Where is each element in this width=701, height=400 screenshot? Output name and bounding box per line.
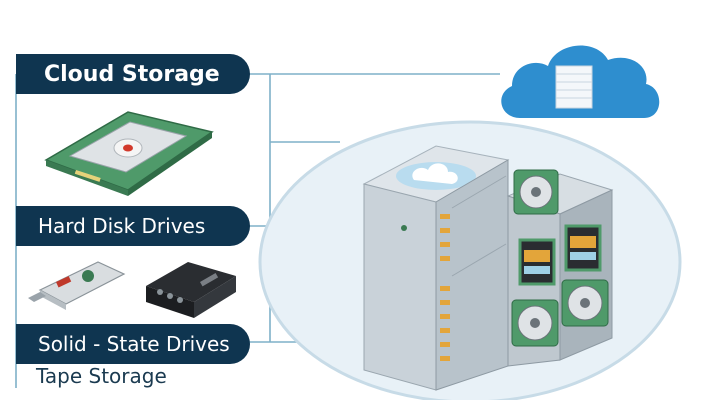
cloud-storage-label: Cloud Storage bbox=[16, 54, 250, 94]
solid-state-drives-label: Solid - State Drives bbox=[16, 324, 250, 364]
document-stack-icon bbox=[555, 65, 593, 109]
hard-disk-drives-label: Hard Disk Drives bbox=[16, 206, 250, 246]
usb-drive-icon bbox=[28, 261, 126, 310]
ssd-icon bbox=[146, 262, 236, 318]
chip-icon bbox=[564, 224, 602, 272]
fan-icon bbox=[561, 279, 609, 327]
tape-storage-label: Tape Storage bbox=[36, 364, 167, 388]
hard-disk-icon bbox=[44, 111, 214, 196]
cloud-icon bbox=[501, 45, 660, 118]
chip-icon bbox=[518, 238, 556, 286]
fan-icon bbox=[511, 299, 559, 347]
fan-icon bbox=[513, 169, 559, 215]
